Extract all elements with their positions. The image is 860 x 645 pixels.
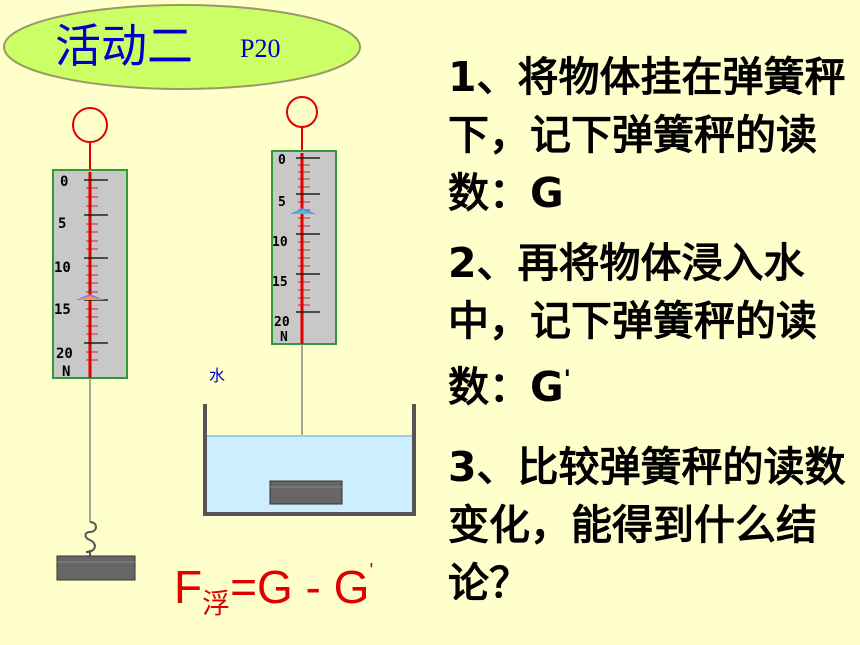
left-tick-20: 20: [56, 346, 73, 362]
left-weight-block: [56, 555, 136, 581]
right-tick-10: 10: [272, 235, 288, 250]
step-2-text: 2、再将物体浸入水中，记下弹簧秤的读数：G: [448, 239, 817, 411]
step-2-prime: ': [563, 365, 572, 393]
right-tick-5: 5: [278, 195, 286, 210]
left-tick-10: 10: [54, 260, 71, 276]
right-tick-0: 0: [278, 153, 286, 168]
right-tick-15: 15: [272, 275, 288, 290]
left-tick-15: 15: [54, 302, 71, 318]
buoyancy-formula: F浮=G - G': [174, 560, 373, 622]
right-unit: N: [280, 330, 288, 345]
step-2: 2、再将物体浸入水中，记下弹簧秤的读数：G': [448, 234, 853, 416]
formula-prime: ': [369, 560, 374, 582]
water-label: 水: [209, 366, 226, 385]
right-scale-ring: [286, 96, 318, 128]
left-spring-scale: 0 5 10 15 20 N: [52, 107, 136, 581]
left-tick-5: 5: [58, 216, 66, 232]
left-unit: N: [62, 364, 70, 380]
step-1: 1、将物体挂在弹簧秤下，记下弹簧秤的读数：G: [448, 53, 846, 217]
formula-rest: =G - G: [230, 561, 370, 613]
submerged-weight-block: [269, 480, 343, 505]
right-spring-scale: 0 5 10 15 20 N: [271, 96, 337, 481]
activity-title: 活动二: [55, 19, 193, 73]
formula-subscript: 浮: [202, 588, 231, 619]
formula-f: F: [174, 561, 203, 613]
left-scale-ring: [72, 107, 108, 143]
left-tick-0: 0: [60, 174, 68, 190]
page-reference: P20: [240, 34, 281, 63]
water-beaker: [203, 404, 416, 516]
steps-list: 1、将物体挂在弹簧秤下，记下弹簧秤的读数：G 2、再将物体浸入水中，记下弹簧秤的…: [448, 48, 853, 634]
right-tick-20: 20: [274, 315, 290, 330]
step-3: 3、比较弹簧秤的读数变化，能得到什么结论？: [448, 443, 846, 607]
